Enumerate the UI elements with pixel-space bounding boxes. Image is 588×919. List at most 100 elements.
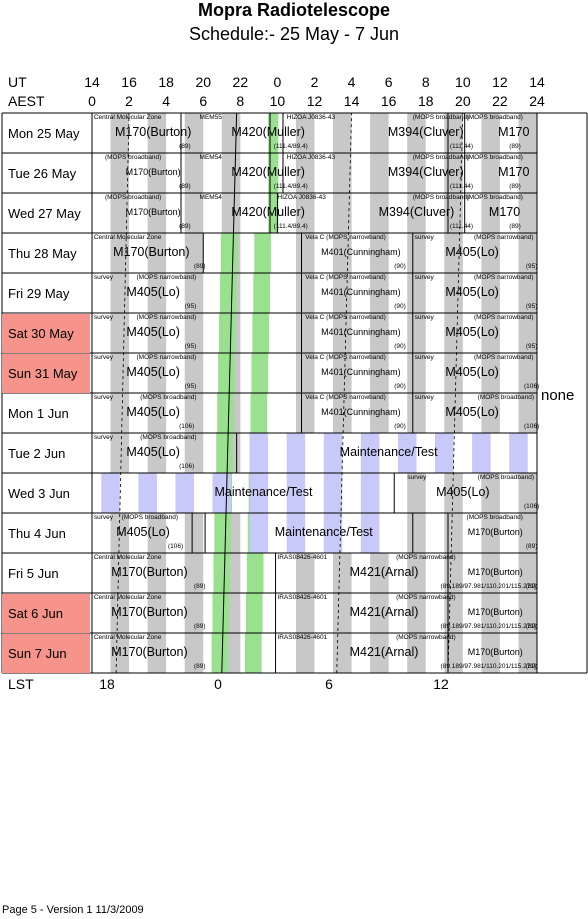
- grey-band: [481, 353, 500, 393]
- grey-band: [295, 113, 315, 153]
- schedule-label: (89): [525, 663, 538, 670]
- grey-band: [333, 553, 352, 593]
- aest-tick-label: 12: [306, 93, 323, 109]
- schedule-label: (89.189/97.981/110.201/115.271): [440, 583, 537, 590]
- schedule-label: (89): [525, 623, 538, 630]
- grey-band: [184, 113, 204, 153]
- schedule-label: M405(Lo): [126, 365, 180, 379]
- green-band: [218, 353, 235, 393]
- grey-band: [518, 313, 537, 353]
- ut-tick-label: 12: [492, 74, 508, 90]
- aest-tick-label: 4: [162, 93, 171, 109]
- schedule-label: M421(Arnal): [349, 605, 419, 619]
- schedule-label: (111.4/89.4): [273, 183, 308, 190]
- grey-band: [333, 353, 352, 393]
- grey-band: [147, 513, 167, 553]
- aest-tick-label: 8: [236, 93, 245, 109]
- grey-band: [444, 473, 463, 513]
- schedule-label: (MOPS broadband): [477, 474, 535, 481]
- schedule-label: M405(Lo): [126, 445, 180, 459]
- schedule-label: M170(Burton): [111, 605, 188, 619]
- grey-band: [110, 553, 130, 593]
- maintenance-band: [360, 513, 380, 553]
- grey-band: [518, 233, 537, 273]
- schedule-label: (MOPS narrowband): [473, 354, 534, 361]
- aest-tick-label: 24: [529, 93, 545, 109]
- day-label: Fri 5 Jun: [8, 565, 59, 581]
- grey-band: [407, 313, 426, 353]
- grey-band: [295, 593, 315, 633]
- green-band: [219, 273, 237, 313]
- grey-band: [481, 273, 500, 313]
- schedule-label: (89): [179, 223, 191, 230]
- grey-band: [110, 433, 130, 473]
- grey-band: [444, 193, 463, 233]
- schedule-label: (90): [394, 423, 406, 430]
- grey-band: [147, 553, 167, 593]
- aest-tick-label: 6: [199, 93, 208, 109]
- maintenance-band: [360, 433, 380, 473]
- grey-band: [407, 633, 426, 673]
- schedule-label: (90): [394, 303, 406, 310]
- schedule-label: M170: [488, 205, 521, 219]
- schedule-label: (MOPS narrowband): [396, 554, 456, 561]
- schedule-label: Central Molecular Zone: [93, 594, 162, 601]
- grey-band: [444, 513, 463, 553]
- schedule-label: (MOPS broadband): [121, 514, 179, 521]
- day-label: Sun 31 May: [2, 353, 90, 393]
- schedule-label: M170(Burton): [125, 207, 181, 217]
- schedule-label: HIZOA J0836-43: [277, 194, 326, 201]
- schedule-label: (MOPS broadband): [466, 154, 523, 161]
- ut-tick-label: 14: [84, 74, 100, 90]
- grey-band: [295, 313, 315, 353]
- ut-tick-label: 20: [195, 74, 212, 90]
- grey-band: [518, 633, 537, 673]
- schedule-label: M405(Lo): [445, 325, 499, 339]
- schedule-label: Maintenance/Test: [339, 445, 438, 459]
- schedule-label: (MOPS narrowband): [473, 314, 534, 321]
- schedule-label: survey: [414, 234, 434, 241]
- schedule-label: M170(Burton): [114, 125, 192, 139]
- grey-band: [407, 473, 426, 513]
- lst-tick-label: 0: [214, 676, 222, 692]
- schedule-label: M401(Cunningham): [321, 287, 401, 297]
- grey-band: [221, 193, 241, 233]
- green-band: [254, 233, 271, 273]
- grey-band: [295, 553, 315, 593]
- schedule-label: (MOPS broadband): [466, 194, 523, 201]
- day-label: Mon 1 Jun: [8, 405, 69, 421]
- maintenance-band: [286, 473, 306, 513]
- schedule-label: M405(Lo): [126, 325, 180, 339]
- schedule-label: (95): [525, 263, 538, 270]
- schedule-label: Vela C (MOPS narrowband): [305, 234, 386, 241]
- ut-tick-label: 6: [384, 74, 393, 90]
- green-band: [216, 433, 233, 473]
- schedule-label: M170(Burton): [113, 245, 190, 259]
- grey-band: [370, 313, 389, 353]
- grey-band: [481, 513, 500, 553]
- grey-band: [518, 153, 537, 193]
- grey-band: [147, 313, 167, 353]
- grey-band: [444, 153, 463, 193]
- schedule-label: (MOPS broadband): [104, 154, 162, 161]
- grey-band: [407, 273, 426, 313]
- grey-band: [407, 233, 426, 273]
- schedule-label: M170(Burton): [111, 645, 188, 659]
- schedule-label: Central Molecular Zone: [93, 114, 162, 121]
- schedule-label: M170(Burton): [467, 567, 523, 577]
- maintenance-band: [397, 433, 417, 473]
- green-band: [246, 553, 264, 593]
- grey-band: [184, 193, 204, 233]
- grey-band: [333, 313, 352, 353]
- grey-band: [518, 513, 537, 553]
- side-note: none: [541, 387, 575, 404]
- schedule-label: M170: [498, 125, 530, 139]
- schedule-label: M401(Cunningham): [321, 407, 401, 417]
- grey-band: [184, 513, 204, 553]
- day-label: Wed 27 May: [8, 205, 81, 221]
- schedule-label: (89.189/97.981/110.201/115.271): [440, 663, 537, 670]
- grey-band: [333, 233, 352, 273]
- schedule-label: (MOPS narrowband): [473, 274, 534, 281]
- grey-band: [147, 233, 167, 273]
- schedule-label: Maintenance/Test: [214, 485, 313, 499]
